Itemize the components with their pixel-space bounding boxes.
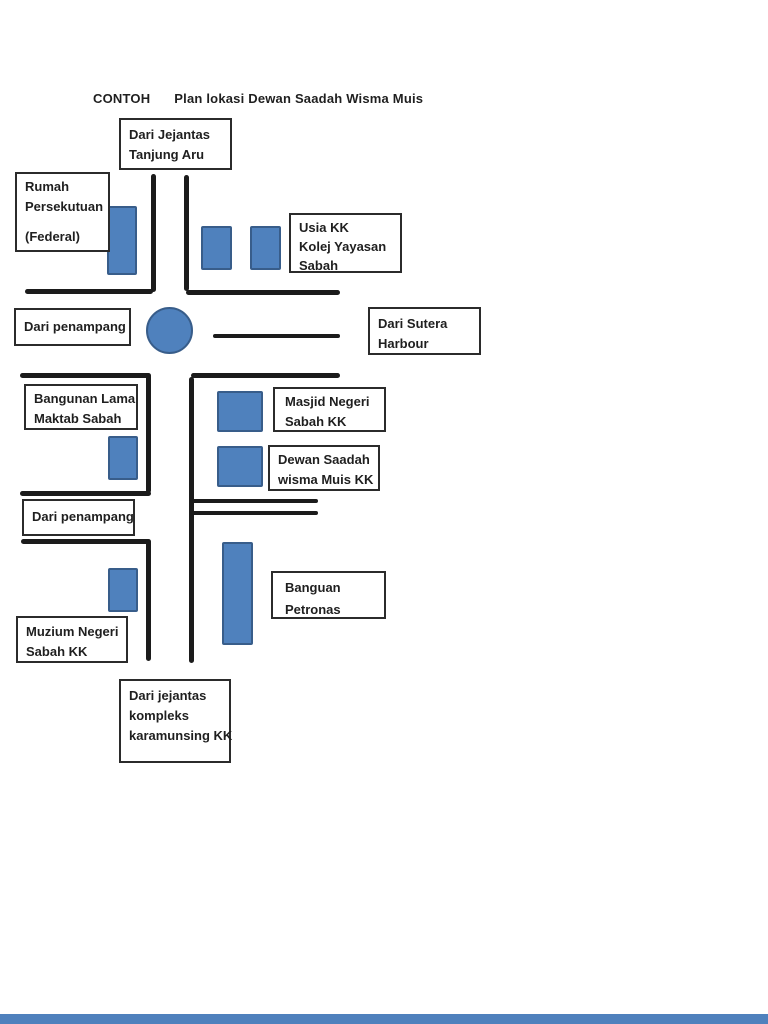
title-text: Plan lokasi Dewan Saadah Wisma Muis — [174, 91, 424, 106]
label-line: kompleks — [129, 708, 189, 723]
page-title: CONTOH Plan lokasi Dewan Saadah Wisma Mui… — [93, 91, 423, 106]
building-muzium-negeri — [108, 568, 138, 612]
label-line: Rumah — [25, 179, 70, 194]
road-lower-left-vertical — [146, 540, 151, 661]
building-dewan-saadah — [217, 446, 263, 487]
label-line: Persekutuan — [25, 199, 104, 214]
label-line: wisma Muis KK — [278, 472, 374, 487]
label-line: Harbour — [378, 336, 429, 351]
label-line: Banguan — [285, 580, 341, 595]
road-side-street-lower — [192, 511, 318, 515]
label-line: (Federal) — [25, 229, 80, 244]
label-line: Kolej Yayasan — [299, 239, 387, 254]
label-line: Dari Jejantas — [129, 127, 210, 142]
road-left-block-bottom — [20, 491, 151, 496]
road-lower-right-horizontal — [191, 373, 340, 378]
label-line: Tanjung Aru — [129, 147, 205, 162]
label-line: Sabah — [299, 258, 339, 273]
label-box-dari-penampang-upper: Dari penampang — [14, 308, 131, 346]
building-maktab-sabah — [108, 436, 138, 480]
building-petronas — [222, 542, 253, 645]
road-center-vertical — [189, 377, 194, 663]
label-box-dewan-saadah-wisma-muis: Dewan Saadah wisma Muis KK — [268, 445, 380, 491]
label-box-dari-sutera-harbour: Dari Sutera Harbour — [368, 307, 481, 355]
label-line: Masjid Negeri — [285, 394, 370, 409]
label-box-masjid-negeri: Masjid Negeri Sabah KK — [273, 387, 386, 432]
building-kolej-yayasan-1 — [201, 226, 232, 270]
roundabout-circle — [146, 307, 193, 354]
label-box-rumah-persekutuan: Rumah Persekutuan (Federal) — [15, 172, 110, 252]
road-upper-right-horizontal — [186, 290, 340, 295]
label-line: Muzium Negeri — [26, 624, 119, 639]
label-line: Dari penampang — [24, 319, 126, 334]
road-left-block-top — [20, 373, 151, 378]
label-box-muzium-negeri: Muzium Negeri Sabah KK — [16, 616, 128, 663]
label-line: Sabah KK — [285, 414, 347, 429]
road-east-of-roundabout — [213, 334, 340, 338]
label-line: Maktab Sabah — [34, 411, 122, 426]
bottom-page-divider — [0, 1014, 768, 1024]
road-upper-left-horizontal — [25, 289, 153, 294]
road-upper-left-vertical — [151, 174, 156, 292]
label-line: Sabah KK — [26, 644, 88, 659]
label-box-bangunan-lama-maktab: Bangunan Lama Maktab Sabah — [24, 384, 138, 430]
label-box-dari-jejantas-tanjung-aru: Dari Jejantas Tanjung Aru — [119, 118, 232, 170]
label-box-banguan-petronas: Banguan Petronas — [271, 571, 386, 619]
building-kolej-yayasan-2 — [250, 226, 281, 270]
label-line: Dari jejantas — [129, 688, 207, 703]
road-upper-right-vertical — [184, 175, 189, 291]
label-line: Bangunan Lama — [34, 391, 136, 406]
label-line: Usia KK — [299, 220, 349, 235]
road-side-street-upper — [192, 499, 318, 503]
road-left-block-vertical — [146, 374, 151, 493]
building-masjid-negeri — [217, 391, 263, 432]
title-prefix: CONTOH — [93, 91, 151, 106]
road-lower-left-horizontal — [21, 539, 151, 544]
label-line: karamunsing KK — [129, 728, 233, 743]
label-box-dari-penampang-lower: Dari penampang — [22, 499, 135, 536]
building-rumah-persekutuan — [107, 206, 137, 275]
label-line: Dari Sutera — [378, 316, 448, 331]
label-line: Dewan Saadah — [278, 452, 370, 467]
label-box-dari-jejantas-kompleks: Dari jejantas kompleks karamunsing KK — [119, 679, 233, 763]
label-line: Dari penampang — [32, 509, 134, 524]
label-line: Petronas — [285, 602, 341, 617]
label-box-usia-kk-kolej-yayasan: Usia KK Kolej Yayasan Sabah — [289, 213, 402, 273]
